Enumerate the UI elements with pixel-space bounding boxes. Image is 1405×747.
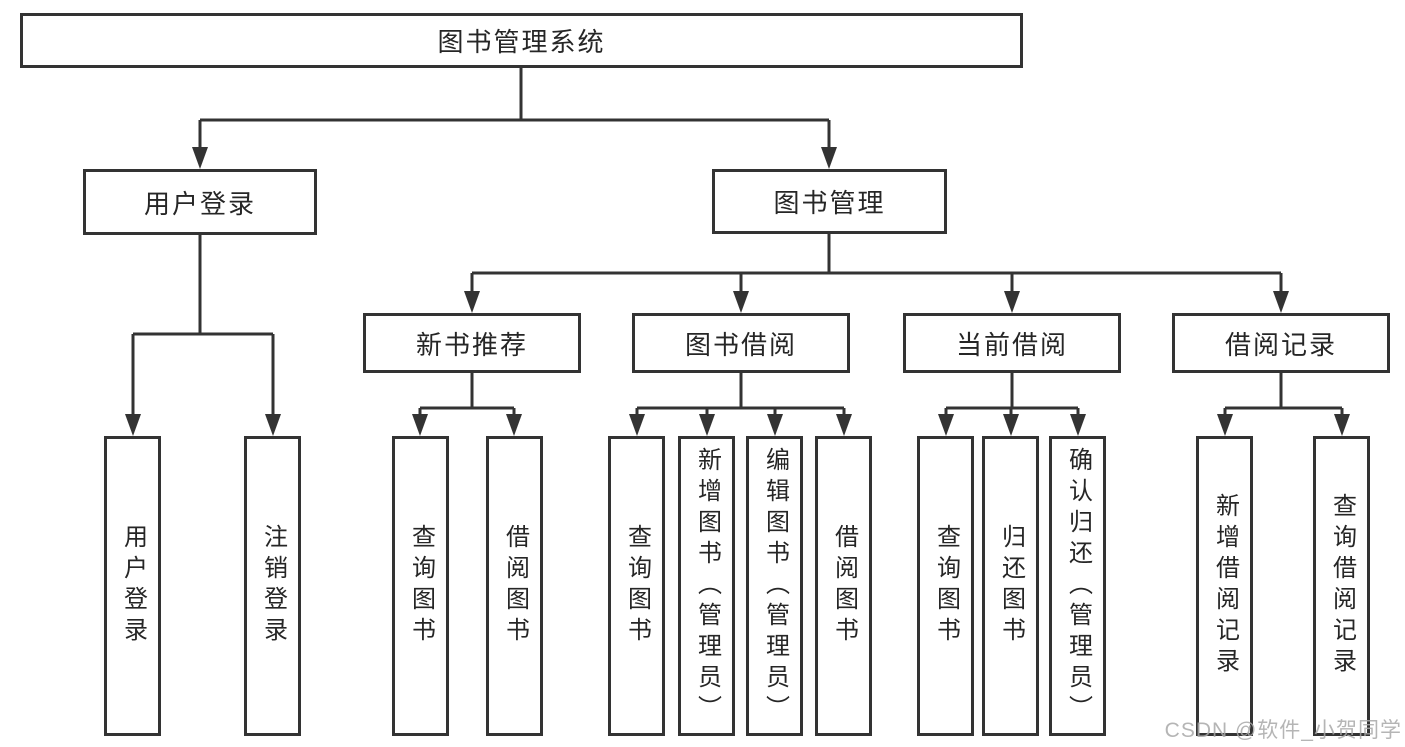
node-user-login: 用户登录 bbox=[83, 169, 317, 235]
node-book-borrowing: 图书借阅 bbox=[632, 313, 850, 373]
arrowhead-icon bbox=[265, 414, 281, 436]
arrowhead-icon bbox=[629, 414, 645, 436]
arrowhead-icon bbox=[836, 414, 852, 436]
arrowhead-icon bbox=[1217, 414, 1233, 436]
node-new-book-recommendation: 新书推荐 bbox=[363, 313, 581, 373]
arrowhead-icon bbox=[506, 414, 522, 436]
arrowhead-icon bbox=[938, 414, 954, 436]
arrowhead-icon bbox=[1070, 414, 1086, 436]
arrowhead-icon bbox=[1273, 291, 1289, 313]
arrowhead-icon bbox=[1003, 414, 1019, 436]
arrowhead-icon bbox=[1004, 291, 1020, 313]
leaf-current-confirm-return-admin: 确认归还（管理员） bbox=[1049, 436, 1106, 736]
arrowhead-icon bbox=[733, 291, 749, 313]
leaf-borrow-query-books: 查询图书 bbox=[608, 436, 665, 736]
arrowhead-icon bbox=[821, 147, 837, 169]
arrowhead-icon bbox=[699, 414, 715, 436]
leaf-logout: 注销登录 bbox=[244, 436, 301, 736]
node-book-management: 图书管理 bbox=[712, 169, 947, 234]
leaf-recommend-query-books: 查询图书 bbox=[392, 436, 449, 736]
arrowhead-icon bbox=[412, 414, 428, 436]
leaf-records-add-record: 新增借阅记录 bbox=[1196, 436, 1253, 736]
leaf-borrow-borrow-books: 借阅图书 bbox=[815, 436, 872, 736]
arrowhead-icon bbox=[464, 291, 480, 313]
arrowhead-icon bbox=[1334, 414, 1350, 436]
arrowhead-icon bbox=[125, 414, 141, 436]
leaf-current-return-books: 归还图书 bbox=[982, 436, 1039, 736]
arrowheads bbox=[125, 147, 1350, 436]
leaf-recommend-borrow-books: 借阅图书 bbox=[486, 436, 543, 736]
arrowhead-icon bbox=[192, 147, 208, 169]
leaf-user-login: 用户登录 bbox=[104, 436, 161, 736]
leaf-current-query-books: 查询图书 bbox=[917, 436, 974, 736]
arrowhead-icon bbox=[767, 414, 783, 436]
leaf-records-query-record: 查询借阅记录 bbox=[1313, 436, 1370, 736]
node-borrowing-records: 借阅记录 bbox=[1172, 313, 1390, 373]
watermark: CSDN @软件_小贺同学 bbox=[1164, 719, 1402, 742]
node-library-system: 图书管理系统 bbox=[20, 13, 1023, 68]
leaf-borrow-edit-books-admin: 编辑图书（管理员） bbox=[746, 436, 803, 736]
node-current-borrowing: 当前借阅 bbox=[903, 313, 1121, 373]
leaf-borrow-add-books-admin: 新增图书（管理员） bbox=[678, 436, 735, 736]
